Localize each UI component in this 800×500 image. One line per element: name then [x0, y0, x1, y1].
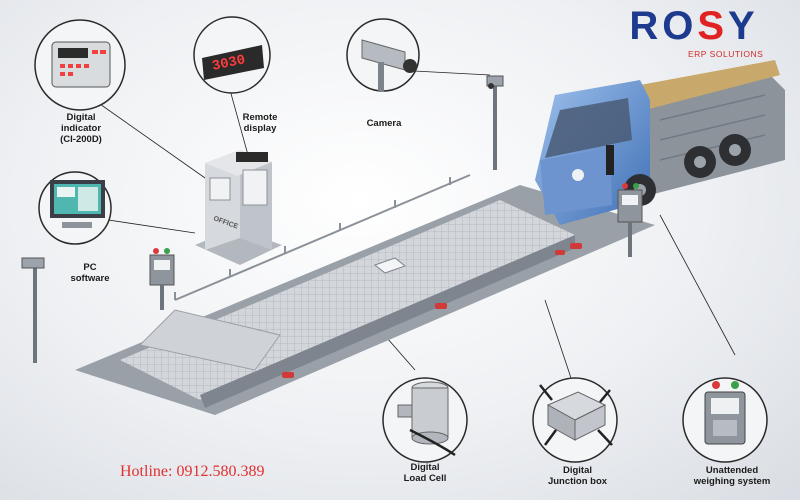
label-remote-display-line2: display: [243, 123, 277, 134]
platform-load-cell: [555, 250, 565, 255]
logo-tagline: ERP SOLUTIONS: [688, 49, 764, 59]
pc-software-callout: [38, 171, 112, 245]
logo-text: ROSY: [629, 4, 759, 48]
camera-callout: [346, 18, 420, 92]
label-load-cell-line1: Digital: [410, 462, 440, 473]
label-pc-software-line2: software: [70, 273, 110, 284]
label-digital-indicator-line1: Digital: [66, 112, 96, 123]
label-remote-display-line1: Remote: [242, 112, 278, 123]
label-unattended-line2: weighing system: [693, 476, 771, 487]
logo-wordmark: ROSY: [598, 4, 790, 48]
dump-truck: [535, 60, 785, 225]
office-booth: OFFICE: [195, 150, 282, 265]
label-load-cell-line2: Load Cell: [403, 473, 447, 484]
digital-indicator-callout: [34, 19, 126, 111]
rosy-logo: ROSY ERP SOLUTIONS: [598, 4, 790, 64]
label-junction-box-line2: Junction box: [547, 476, 608, 487]
booth-remote-display: [236, 152, 268, 162]
unattended-system-callout: [682, 377, 768, 463]
remote-display-value: 3030: [211, 52, 247, 75]
label-digital-indicator-line2: indicator: [60, 123, 102, 134]
platform-load-cell: [570, 243, 582, 249]
platform-load-cells: [282, 243, 582, 378]
junction-box-callout: [532, 377, 618, 463]
label-digital-load-cell: Digital Load Cell: [390, 462, 460, 484]
weighbridge-platform: [75, 174, 655, 415]
label-camera: Camera: [366, 118, 402, 129]
camera-pole: [486, 75, 504, 170]
remote-display-callout: 3030: [193, 16, 271, 94]
label-pc-software-line1: PC: [83, 262, 97, 273]
label-junction-box-line1: Digital: [562, 465, 593, 476]
label-digital-indicator-line3: (CI-200D): [60, 134, 102, 145]
platform-load-cell: [282, 372, 294, 378]
camera-pole-left: [21, 257, 45, 363]
label-remote-display: Remote display: [230, 112, 290, 134]
kiosk-left: [149, 248, 175, 310]
kiosk-right: [617, 183, 643, 257]
label-unattended-weighing-system: Unattended weighing system: [682, 465, 782, 487]
label-unattended-line1: Unattended: [705, 465, 759, 476]
label-pc-software: PC software: [60, 262, 120, 284]
hotline-text: Hotline: 0912.580.389: [120, 463, 265, 480]
platform-load-cell: [435, 303, 447, 309]
camera-icon: [488, 83, 494, 89]
logo-letter-s: S: [697, 4, 728, 48]
label-digital-indicator: Digital indicator (CI-200D): [46, 112, 116, 145]
label-digital-junction-box: Digital Junction box: [535, 465, 620, 487]
load-cell-callout: [382, 377, 468, 463]
